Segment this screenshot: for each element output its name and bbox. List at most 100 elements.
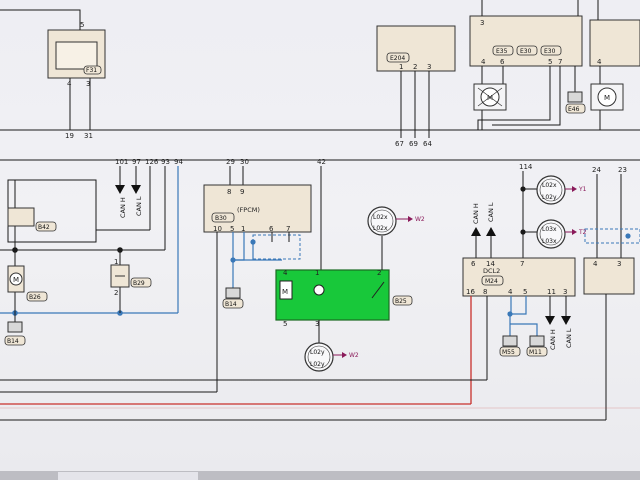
- w2-bottom-upper: L02y: [310, 349, 325, 356]
- harness-24: 24: [592, 166, 601, 174]
- harness-42: 42: [317, 158, 326, 166]
- w2-top-label: W2: [415, 216, 425, 223]
- can-h-arrow-right: [471, 227, 481, 236]
- b30-pin-6: 6: [269, 225, 274, 233]
- b25-pin-3: 3: [315, 320, 319, 328]
- w2-top-upper: L02x: [373, 214, 388, 221]
- y1-label: Y1: [578, 186, 587, 193]
- e-group-ref-3: E30: [544, 48, 556, 55]
- component-m24-dcl2[interactable]: 6 14 7 4 3 DCL2 M24 16 8 4 5 11 3: [462, 257, 635, 297]
- y1-upper: L02x: [542, 182, 557, 189]
- m11-ref: M11: [529, 349, 542, 356]
- component-b29[interactable]: B29 1 2: [110, 258, 152, 297]
- harness-97: 97: [132, 158, 141, 166]
- t2-lower: L03x: [542, 238, 557, 245]
- e-group-pin-7: 7: [558, 58, 562, 66]
- f31-pin-3: 3: [86, 80, 90, 88]
- wire-b30-1: [233, 232, 245, 261]
- e-group-pin-4b: 4: [597, 58, 602, 66]
- component-f31[interactable]: F31 5 4 3: [47, 21, 106, 88]
- shield-dashed: [252, 234, 301, 260]
- component-m11[interactable]: M11: [526, 335, 548, 357]
- can-h-label-left: CAN H: [119, 197, 127, 218]
- component-m55[interactable]: M55: [499, 335, 521, 357]
- e204-harness-69: 69: [409, 140, 418, 148]
- b30-pin-8: 8: [227, 188, 231, 196]
- component-b26[interactable]: M B26: [7, 265, 48, 302]
- f31-ref: F31: [86, 67, 97, 74]
- e-group-pin-5: 5: [548, 58, 552, 66]
- e204-pin-3: 3: [427, 63, 431, 71]
- component-b30-fpcm[interactable]: 8 9 (FPCM) B30 10 5 1 6 7: [203, 184, 312, 233]
- component-b14-left[interactable]: B14: [4, 321, 26, 346]
- b30-ref: B30: [215, 215, 227, 222]
- continuation-w2-bottom[interactable]: L02y L02y W2: [304, 342, 359, 372]
- svg-text:M: M: [282, 288, 288, 296]
- harness-101: 101: [115, 158, 128, 166]
- w2-top-lower: L02x: [373, 225, 388, 232]
- e204-pin-2: 2: [413, 63, 417, 71]
- y1-lower: L02y: [542, 194, 557, 201]
- e204-harness-64: 64: [423, 140, 432, 148]
- harness-114: 114: [519, 163, 533, 171]
- relay-motor-icon: M: [473, 83, 507, 111]
- continuation-y1[interactable]: L02x L02y Y1: [536, 175, 587, 205]
- m24-pin-8: 8: [483, 288, 487, 296]
- harness-30: 30: [240, 158, 249, 166]
- relay-motor-icon-right: M: [590, 83, 624, 111]
- window-bottom-tab[interactable]: [58, 472, 198, 480]
- wire-m24-5: [510, 296, 527, 315]
- b14-left-ref: B14: [7, 338, 19, 345]
- harness-94: 94: [174, 158, 183, 166]
- b26-ref: B26: [29, 294, 41, 301]
- m24-label: DCL2: [483, 267, 500, 275]
- b30-pin-5: 5: [230, 225, 234, 233]
- w2-bottom-lower: L02y: [310, 361, 325, 368]
- svg-text:M: M: [487, 94, 493, 102]
- b42-ref: B42: [38, 224, 50, 231]
- e-group-ref-2: E30: [520, 48, 532, 55]
- window-bottom-bar: [0, 471, 640, 480]
- b25-ref: B25: [395, 298, 407, 305]
- can-l-label-down: CAN L: [565, 328, 573, 348]
- m24-pin-16: 16: [466, 288, 475, 296]
- f31-harness-31: 31: [84, 132, 93, 140]
- continuation-w2-top[interactable]: L02x L02x W2: [367, 206, 425, 236]
- t2-upper: L03x: [542, 226, 557, 233]
- component-b14-mid[interactable]: B14: [222, 287, 244, 309]
- m24-pin-4b: 4: [508, 288, 513, 296]
- b29-ref: B29: [133, 280, 145, 287]
- b30-label: (FPCM): [237, 206, 260, 214]
- m24-pin-5: 5: [523, 288, 527, 296]
- component-b42[interactable]: B42: [7, 207, 57, 232]
- component-e-group[interactable]: E35 E30 E30 3 4 6 5 7 4: [469, 15, 640, 67]
- e204-pin-1: 1: [399, 63, 403, 71]
- harness-93: 93: [161, 158, 170, 166]
- b14-mid-ref: B14: [225, 301, 237, 308]
- m24-pin-11: 11: [547, 288, 556, 296]
- m24-pin-4: 4: [593, 260, 598, 268]
- component-e204[interactable]: E204 1 2 3: [376, 25, 456, 72]
- b25-pin-4: 4: [283, 269, 288, 277]
- can-l-arrow-left: [131, 185, 141, 194]
- wire-m11: [510, 323, 538, 336]
- e-group-pin-6: 6: [500, 58, 505, 66]
- wire-eg-3: [477, 66, 551, 130]
- wire-eg-4: [492, 66, 561, 126]
- harness-23: 23: [618, 166, 627, 174]
- b25-pin-2: 2: [377, 269, 381, 277]
- component-e46[interactable]: E46: [565, 91, 586, 114]
- can-l-arrow-right: [486, 227, 496, 236]
- w2-bottom-label: W2: [349, 352, 359, 359]
- m24-ref: M24: [485, 278, 498, 285]
- harness-29: 29: [226, 158, 235, 166]
- b30-pin-10: 10: [213, 225, 222, 233]
- component-b25[interactable]: M 4 1 2 5 3: [275, 269, 390, 328]
- e-group-pin-4: 4: [481, 58, 486, 66]
- harness-126: 126: [145, 158, 159, 166]
- m24-pin-14: 14: [486, 260, 495, 268]
- can-l-label-left: CAN L: [135, 196, 143, 216]
- continuation-t2[interactable]: L03x L03x T2: [536, 219, 587, 249]
- e-group-pin-3: 3: [480, 19, 484, 27]
